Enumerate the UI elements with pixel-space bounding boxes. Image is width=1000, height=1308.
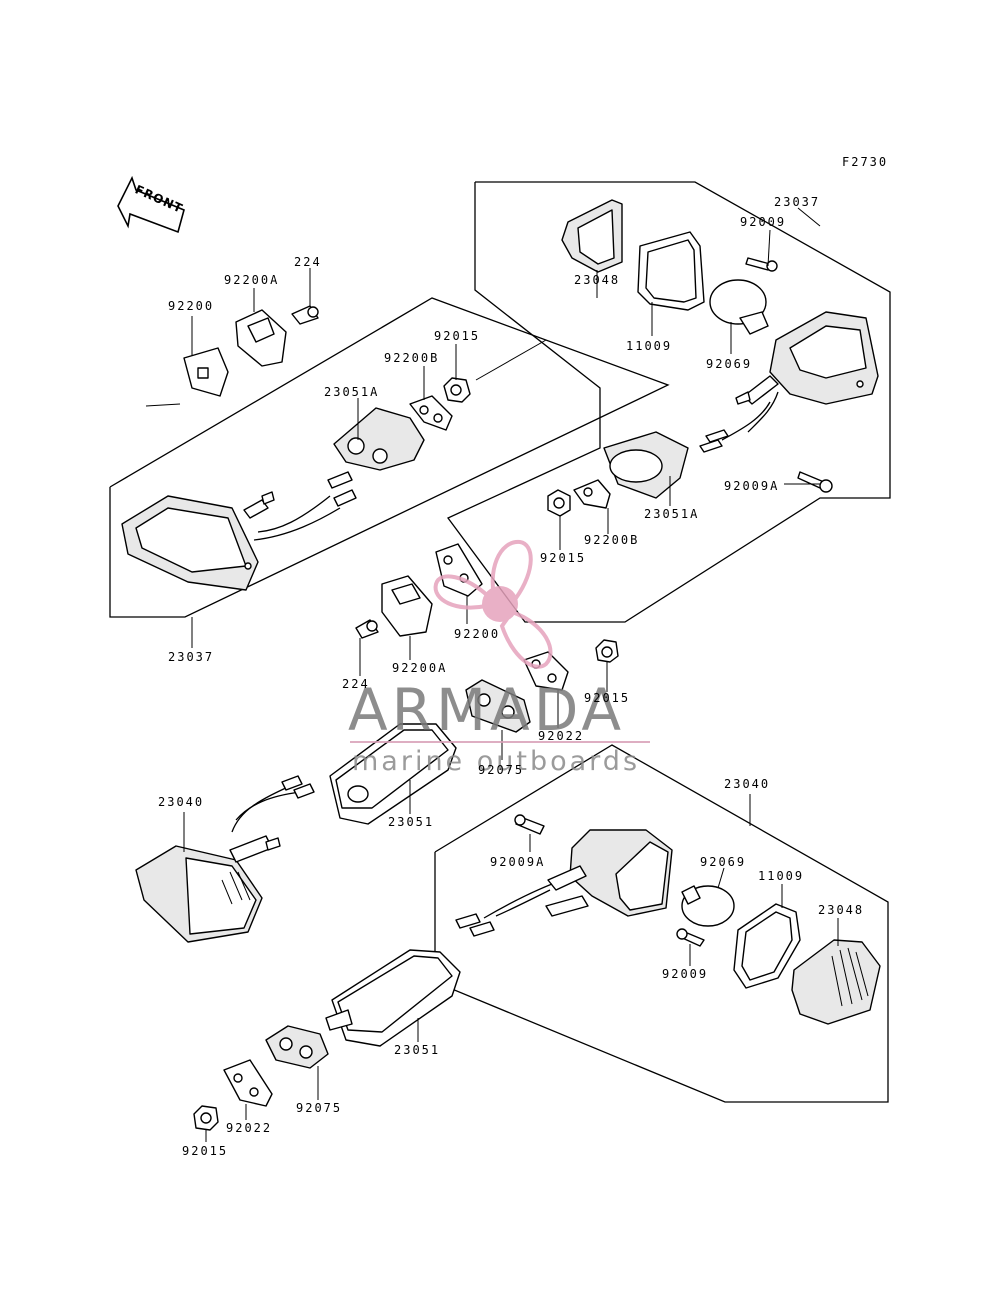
- screw-92009-low: [676, 928, 705, 947]
- callout-92015: 92015: [434, 329, 480, 343]
- callout-11009: 11009: [758, 869, 804, 883]
- watermark-title: ARMADA: [348, 676, 625, 744]
- leader-lines: [145, 207, 839, 1142]
- callout-92069: 92069: [700, 855, 746, 869]
- figure-code: F2730: [842, 155, 888, 169]
- prop-hub: [482, 586, 518, 622]
- bulb-92069-top: [709, 279, 769, 335]
- lens-23048-low: [791, 939, 881, 1025]
- callout-92200A: 92200A: [224, 273, 279, 287]
- callout-23040: 23040: [724, 777, 770, 791]
- callout-23048: 23048: [574, 273, 620, 287]
- screw-92009A-low: [514, 814, 545, 835]
- callout-23051: 23051: [388, 815, 434, 829]
- gasket-23051A-right: [603, 431, 689, 499]
- callout-92009A: 92009A: [724, 479, 779, 493]
- callout-23051A: 23051A: [324, 385, 379, 399]
- housing-23040-left: [135, 775, 315, 943]
- housing-23037-top: [699, 311, 879, 453]
- gasket-92075-mid: [465, 679, 531, 733]
- callout-92075: 92075: [478, 763, 524, 777]
- nut-92015-low: [193, 1105, 219, 1131]
- screw-92009-top: [745, 257, 778, 272]
- frame-top-right: [447, 181, 891, 623]
- callout-92200B: 92200B: [584, 533, 639, 547]
- housing-23040-right: [455, 829, 673, 937]
- lens-23048-top: [561, 199, 623, 273]
- watermark-subtitle: marine outboards: [352, 746, 640, 777]
- callout-23051: 23051: [394, 1043, 440, 1057]
- callout-23040: 23040: [158, 795, 204, 809]
- callout-224: 224: [294, 255, 322, 269]
- gasket-11009-low: [733, 903, 801, 989]
- plate-92022-low: [223, 1059, 273, 1107]
- callout-23048: 23048: [818, 903, 864, 917]
- callout-92015: 92015: [540, 551, 586, 565]
- plate-92200-left: [183, 347, 229, 397]
- callout-92009: 92009: [662, 967, 708, 981]
- prop-blade-2: [499, 609, 553, 669]
- frame-left: [109, 297, 670, 618]
- prop-blade-3: [433, 574, 491, 610]
- callout-92200: 92200: [168, 299, 214, 313]
- plate-92200B-right: [573, 479, 611, 509]
- plate-92200B-top: [409, 395, 453, 431]
- callout-92015: 92015: [182, 1144, 228, 1158]
- callout-92009A: 92009A: [490, 855, 545, 869]
- screw-224-mid: [355, 619, 379, 639]
- front-arrow-icon: FRONT: [117, 175, 185, 234]
- housing-23037-left: [121, 471, 357, 591]
- callout-23051A: 23051A: [644, 507, 699, 521]
- callout-92200A: 92200A: [392, 661, 447, 675]
- clip-92200A-mid: [381, 575, 433, 637]
- propeller-logo-icon: [433, 539, 553, 669]
- callout-92069: 92069: [706, 357, 752, 371]
- callout-92200B: 92200B: [384, 351, 439, 365]
- nut-92015-right: [547, 489, 571, 517]
- housing-23051-mid: [329, 723, 457, 825]
- gasket-11009-top: [637, 231, 705, 311]
- prop-blade-1: [490, 539, 533, 607]
- nut-92015-top: [443, 377, 471, 403]
- callout-92075: 92075: [296, 1101, 342, 1115]
- callout-labels: 23037 92009 23048 11009 92069 92009A 230…: [158, 195, 864, 1158]
- gasket-23051A-left: [333, 407, 425, 471]
- clip-92200A-top: [235, 309, 287, 367]
- screw-92009A-top: [797, 471, 833, 493]
- callout-23037: 23037: [774, 195, 820, 209]
- callout-92022: 92022: [538, 729, 584, 743]
- housing-23051-low: [325, 949, 461, 1047]
- frame-lower-right: [434, 744, 889, 1103]
- callout-11009: 11009: [626, 339, 672, 353]
- screw-224-top: [291, 305, 319, 325]
- nut-92015-mid: [595, 639, 619, 663]
- bulb-92069-low: [681, 885, 735, 927]
- callout-92022: 92022: [226, 1121, 272, 1135]
- callout-92015: 92015: [584, 691, 630, 705]
- callout-92009: 92009: [740, 215, 786, 229]
- gasket-92075-low: [265, 1025, 329, 1069]
- callout-92200: 92200: [454, 627, 500, 641]
- callout-224: 224: [342, 677, 370, 691]
- callout-23037: 23037: [168, 650, 214, 664]
- watermark: ARMADA marine outboards: [348, 539, 650, 777]
